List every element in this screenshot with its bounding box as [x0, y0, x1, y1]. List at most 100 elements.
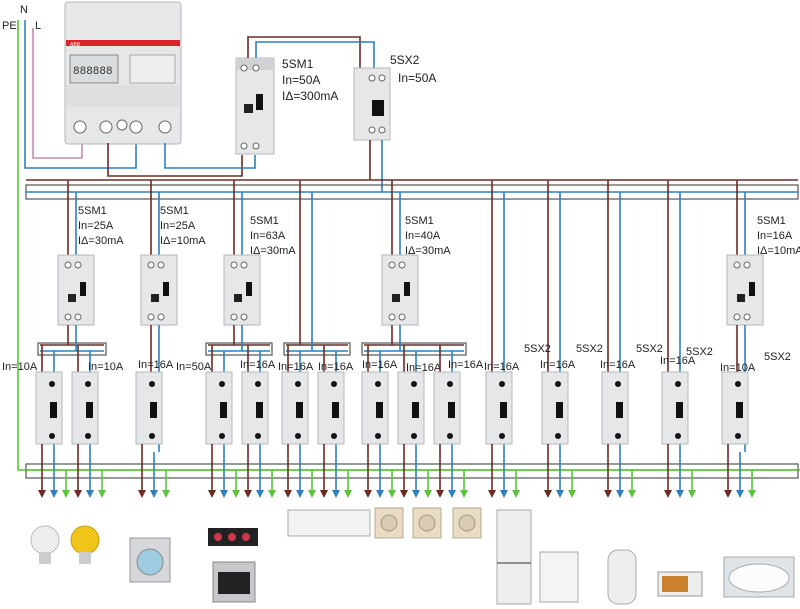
rcd-device[interactable] — [57, 254, 95, 326]
main-rcd[interactable] — [235, 57, 275, 155]
group-busbar — [361, 342, 467, 356]
group-busbar — [205, 342, 273, 356]
breaker-rating: In=16A — [362, 359, 398, 371]
meter-l-out — [107, 143, 243, 177]
rcd-device[interactable] — [381, 254, 419, 326]
breaker-device[interactable] — [485, 371, 513, 445]
breaker-device[interactable] — [71, 371, 99, 445]
breaker-rating: In=50A — [176, 361, 212, 373]
socket — [374, 507, 404, 539]
heater-body — [607, 549, 637, 605]
rcd-terminal — [733, 261, 741, 269]
arrow-l — [38, 490, 46, 498]
breaker-rating: In=16A — [406, 362, 442, 374]
arrow-n — [50, 490, 58, 498]
breaker-device[interactable] — [433, 371, 461, 445]
arrow-n — [616, 490, 624, 498]
breaker-terminal — [411, 433, 417, 439]
cooktop-burner — [228, 533, 236, 541]
cooktop-burner — [242, 533, 250, 541]
breaker-device[interactable] — [661, 371, 689, 445]
oven — [212, 561, 256, 603]
rcd-rating: In=16A — [757, 230, 793, 242]
breaker-device[interactable] — [205, 371, 233, 445]
lighting-yellow-bulb — [70, 525, 100, 564]
main-rcd-rating: In=50A — [282, 73, 320, 87]
breaker-lever — [676, 402, 683, 418]
breaker-model: 5SX2 — [686, 346, 713, 358]
breaker-model: 5SX2 — [524, 343, 551, 355]
breaker-rating: In=16A — [138, 359, 174, 371]
breaker-body — [35, 371, 63, 445]
rcd-terminal — [64, 313, 72, 321]
breaker-lever — [50, 402, 57, 418]
main-breaker[interactable] — [353, 67, 391, 141]
ac-body — [287, 509, 371, 537]
rcd-rating: In=25A — [78, 220, 114, 232]
arrow-pe — [688, 490, 696, 498]
rcd-terminal — [64, 261, 72, 269]
breaker-device[interactable] — [281, 371, 309, 445]
breaker-device[interactable] — [241, 371, 269, 445]
rcd-device[interactable] — [140, 254, 178, 326]
group-busbar — [283, 342, 351, 356]
arrow-n — [412, 490, 420, 498]
rcd-device[interactable] — [726, 254, 764, 326]
breaker-terminal — [499, 433, 505, 439]
breaker-device[interactable] — [601, 371, 629, 445]
breaker-lever — [616, 402, 623, 418]
rcd-leakage: IΔ=10mA — [160, 235, 206, 247]
meter-display: 888888 — [73, 66, 113, 78]
breaker-device[interactable] — [721, 371, 749, 445]
breaker-device[interactable] — [317, 371, 345, 445]
rcd-model: 5SM1 — [757, 215, 786, 227]
rcd-leakage: IΔ=30mA — [78, 235, 124, 247]
breaker-body — [397, 371, 425, 445]
breaker-body — [361, 371, 389, 445]
breaker-terminal — [255, 433, 261, 439]
breaker-device[interactable] — [35, 371, 63, 445]
rcd-terminal — [733, 313, 741, 321]
rcd-terminal — [398, 261, 406, 269]
breaker-device[interactable] — [135, 371, 163, 445]
breaker-model: 5SX2 — [576, 343, 603, 355]
breaker-device[interactable] — [361, 371, 389, 445]
arrow-l — [244, 490, 252, 498]
breaker-device[interactable] — [397, 371, 425, 445]
bathtub — [723, 556, 795, 598]
breaker-lever — [150, 402, 157, 418]
arrow-l — [74, 490, 82, 498]
arrow-n — [376, 490, 384, 498]
breaker-terminal — [295, 433, 301, 439]
arrow-l — [320, 490, 328, 498]
arrow-pe — [62, 490, 70, 498]
bulb-base — [79, 552, 91, 564]
arrow-pe — [162, 490, 170, 498]
bathtub-basin — [728, 563, 790, 593]
rcd-lever — [163, 282, 169, 296]
breaker-terminal — [735, 433, 741, 439]
arrow-pe — [268, 490, 276, 498]
breaker-terminal — [447, 433, 453, 439]
microwave — [657, 571, 703, 597]
rcd-device[interactable] — [223, 254, 261, 326]
main-rcd-model: 5SM1 — [282, 57, 314, 71]
refrigerator — [496, 509, 532, 605]
arrow-pe — [460, 490, 468, 498]
rcd-leakage: IΔ=30mA — [405, 245, 451, 257]
main-breaker-rating: In=50A — [398, 71, 436, 85]
energy-meter: ABB 888888 — [64, 1, 182, 145]
breaker-terminal — [555, 433, 561, 439]
breaker-device[interactable] — [541, 371, 569, 445]
dishwasher-body — [539, 551, 579, 603]
breaker-body — [241, 371, 269, 445]
breaker-body — [317, 371, 345, 445]
arrow-l — [436, 490, 444, 498]
rcd-lever — [246, 282, 252, 296]
rcd-terminal — [230, 261, 238, 269]
breaker-terminal — [49, 381, 55, 387]
rcd-test-button — [151, 294, 159, 302]
breaker-terminal — [85, 381, 91, 387]
arrow-l — [544, 490, 552, 498]
breaker-rating: In=16A — [240, 359, 276, 371]
